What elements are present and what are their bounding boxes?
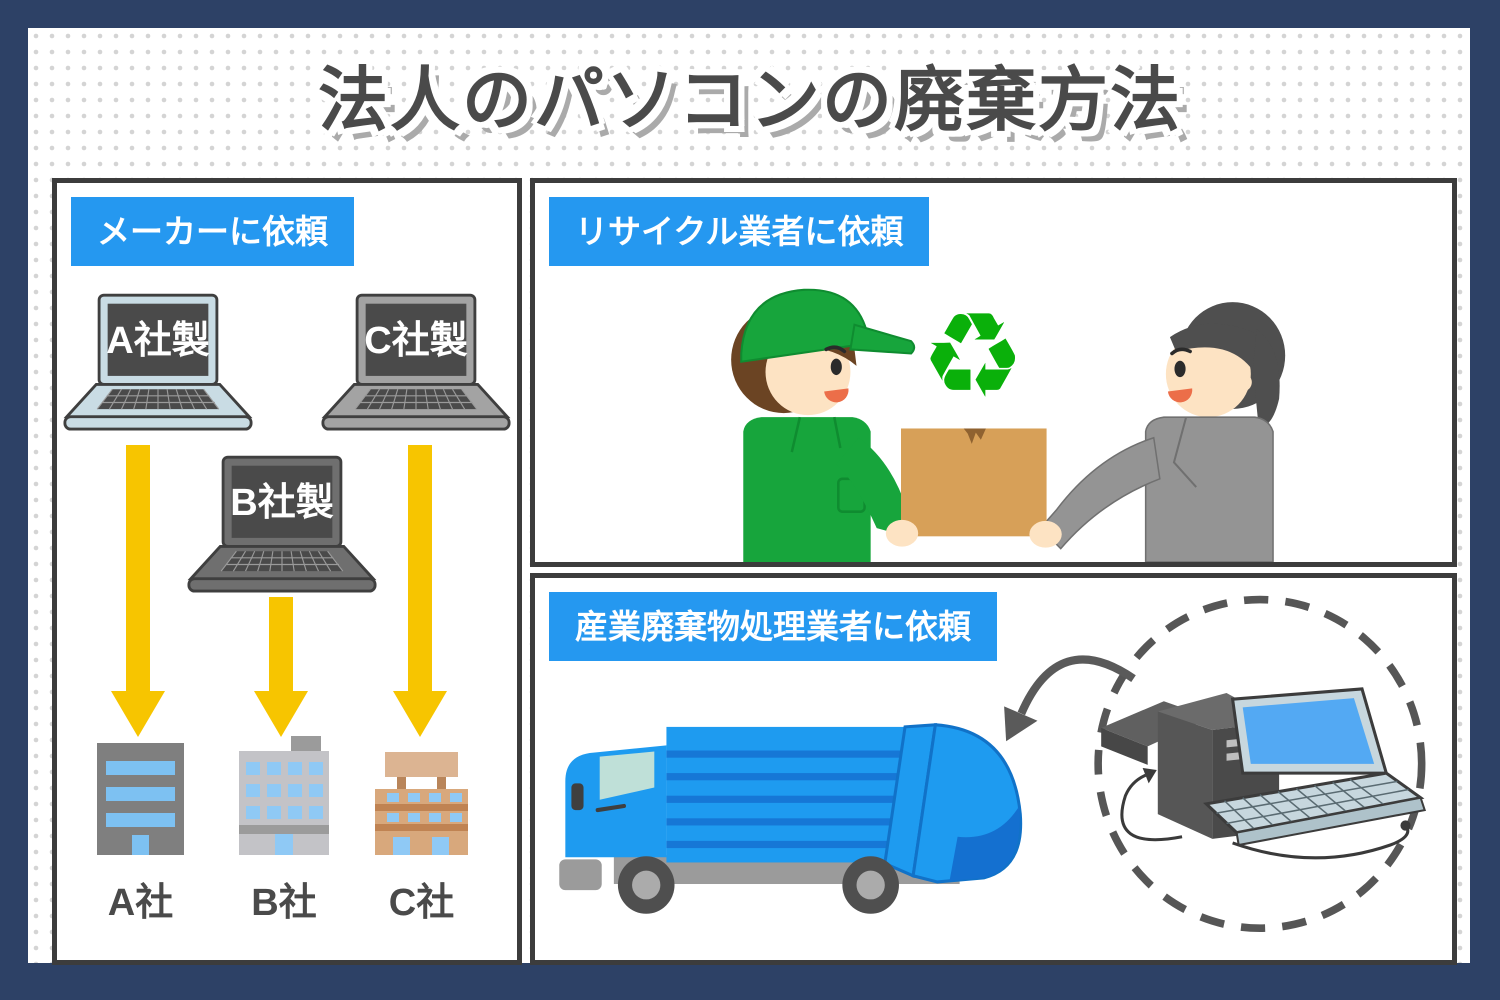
dashed-circle-icon bbox=[1094, 595, 1426, 933]
laptop-b-label: B社製 bbox=[230, 482, 333, 524]
down-arrow-a bbox=[111, 445, 165, 737]
green-cap-worker-icon bbox=[731, 288, 916, 562]
company-b-label: B社 bbox=[251, 882, 317, 924]
panel-recycler: ♻ リサイクル業者に依頼 bbox=[530, 178, 1457, 567]
laptop-a-icon: A社製 bbox=[63, 293, 253, 431]
cardboard-box-icon bbox=[900, 428, 1047, 537]
laptop-c-icon: C社製 bbox=[321, 293, 511, 431]
curved-arrow-icon bbox=[1004, 655, 1136, 742]
industrial-scene bbox=[559, 595, 1427, 933]
businessman-icon bbox=[1039, 302, 1286, 562]
down-arrow-b bbox=[254, 597, 308, 737]
maker-header: メーカーに依頼 bbox=[71, 197, 354, 266]
down-arrow-c bbox=[393, 445, 447, 737]
industrial-header: 産業廃棄物処理業者に依頼 bbox=[549, 592, 997, 661]
panel-maker: メーカーに依頼 A社製 C社製 B社製 bbox=[52, 178, 522, 965]
company-a-label: A社 bbox=[107, 882, 174, 924]
cable-lines bbox=[1120, 767, 1411, 860]
businessman-hand bbox=[1029, 520, 1062, 548]
worker-hand bbox=[885, 519, 919, 547]
garbage-truck-icon bbox=[559, 723, 1023, 914]
building-c-icon bbox=[375, 752, 468, 855]
laptop-a-label: A社製 bbox=[106, 320, 209, 362]
building-b-icon bbox=[239, 736, 329, 855]
laptop-icon bbox=[1203, 687, 1427, 847]
recycle-icon: ♻ bbox=[921, 290, 1025, 422]
building-a-icon bbox=[97, 743, 184, 855]
page-title: 法人のパソコンの廃棄方法 bbox=[318, 61, 1182, 139]
panel-industrial: 産業廃棄物処理業者に依頼 bbox=[530, 573, 1457, 965]
company-c-label: C社 bbox=[388, 882, 455, 924]
recycler-scene: ♻ bbox=[731, 288, 1286, 562]
laptop-b-icon: B社製 bbox=[187, 455, 377, 593]
recycler-header: リサイクル業者に依頼 bbox=[549, 197, 930, 266]
laptop-c-label: C社製 bbox=[364, 320, 467, 362]
